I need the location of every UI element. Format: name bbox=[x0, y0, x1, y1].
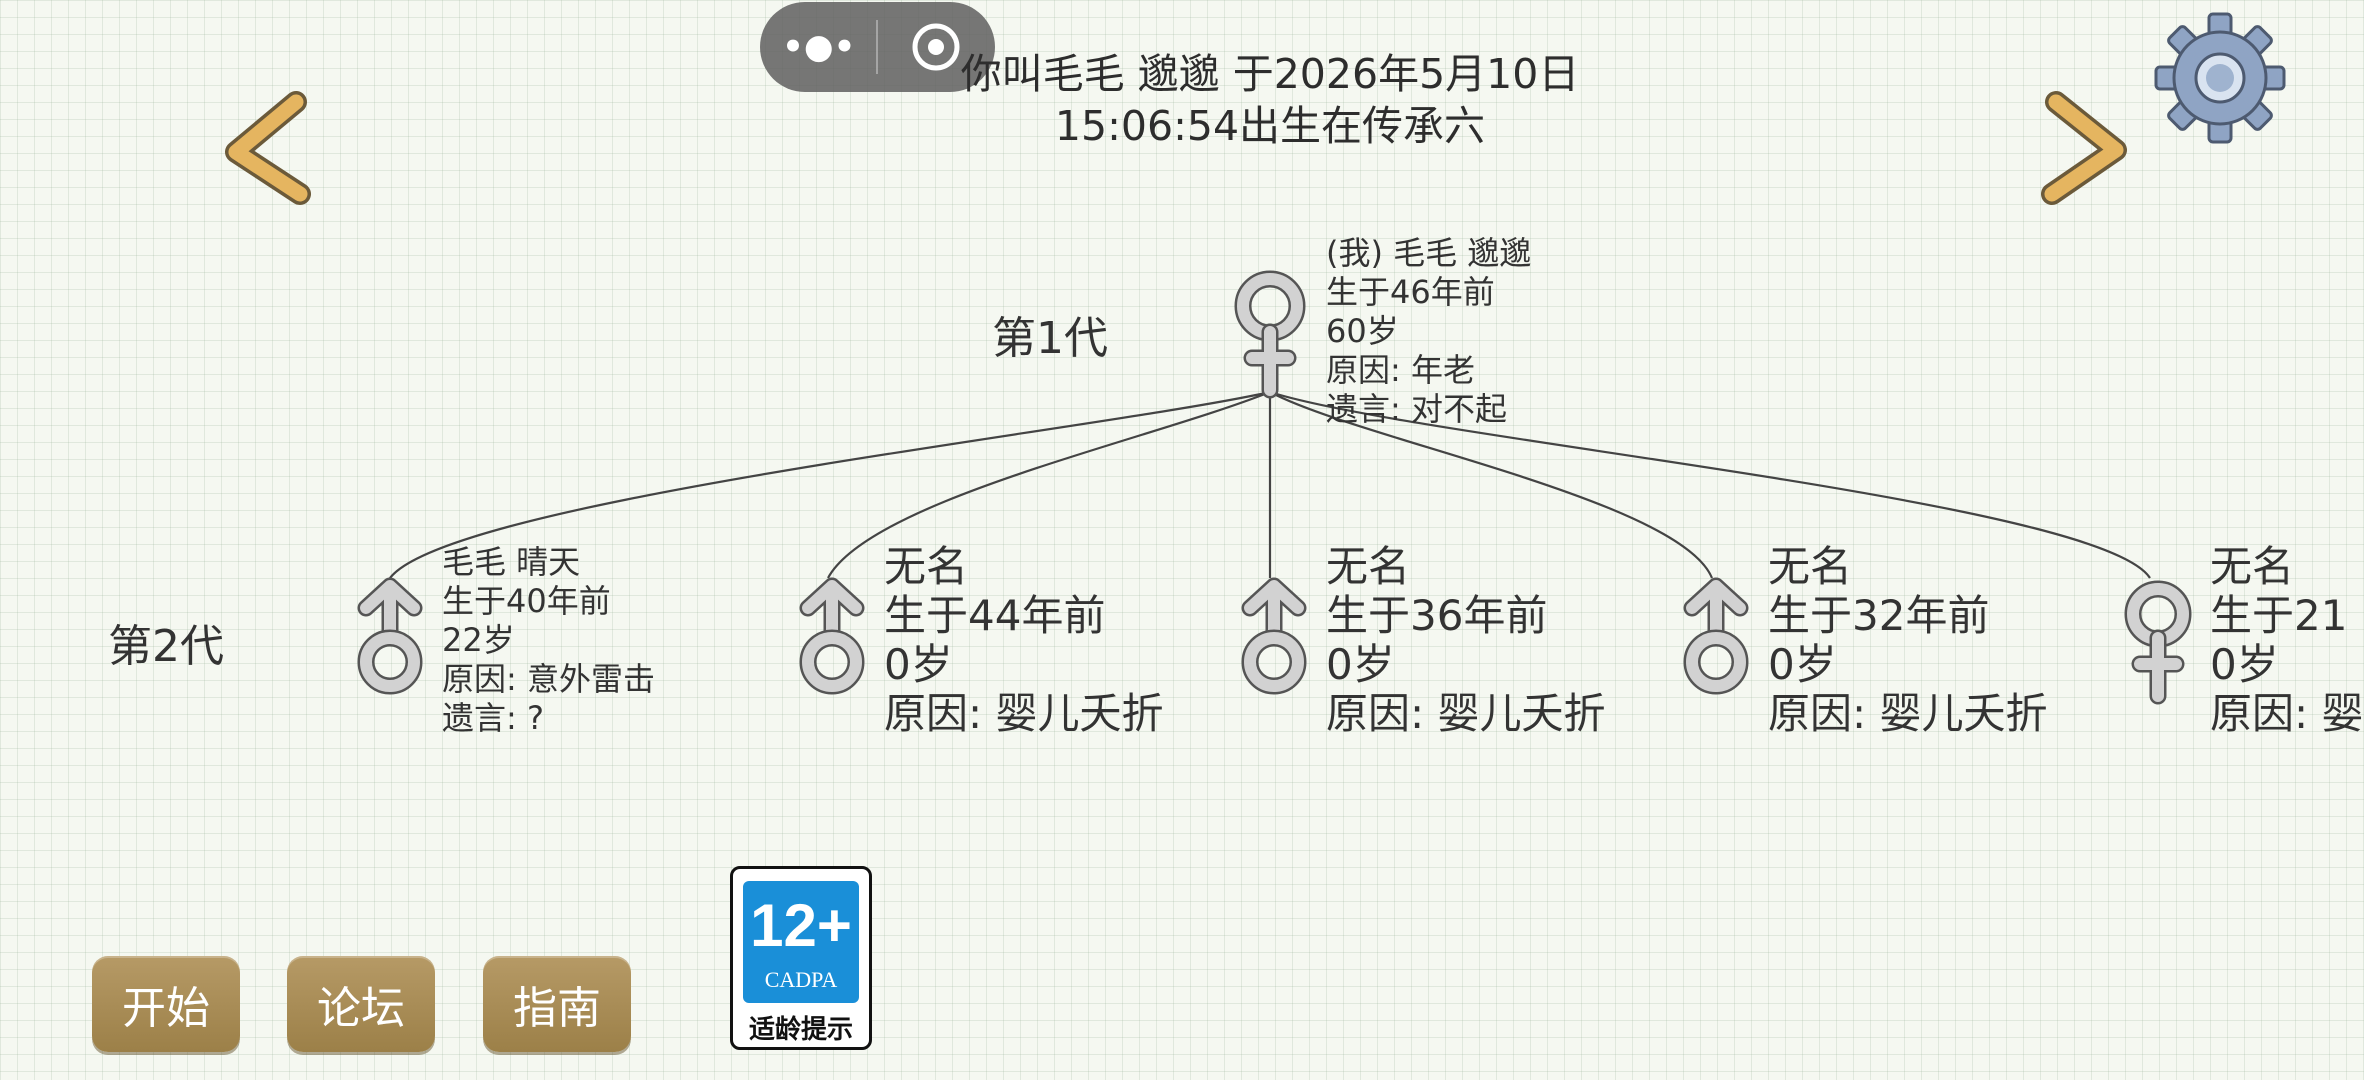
info-born: 生于46年前 bbox=[1326, 273, 1495, 311]
info-name: 无名 bbox=[884, 542, 969, 591]
more-dots-icon: •●• bbox=[782, 27, 856, 67]
connector-line bbox=[1269, 390, 2151, 579]
info-last-words: 遗言: 对不起 bbox=[1326, 390, 1507, 428]
age-rating-badge[interactable]: 12+ CADPA 适龄提示 bbox=[730, 866, 872, 1050]
info-cause: 原因: 婴儿夭折 bbox=[884, 689, 1164, 738]
person-info-gen2-2: 无名 生于44年前 0岁 原因: 婴儿夭折 bbox=[884, 542, 1164, 738]
generation-label-1: 第1代 bbox=[992, 313, 1108, 364]
info-name: 无名 bbox=[2210, 542, 2295, 591]
info-age: 0岁 bbox=[2210, 640, 2279, 689]
info-age: 22岁 bbox=[442, 621, 515, 659]
person-info-gen2-4: 无名 生于32年前 0岁 原因: 婴儿夭折 bbox=[1768, 542, 2048, 738]
female-symbol-icon[interactable] bbox=[2120, 578, 2196, 710]
person-info-gen2-5: 无名 生于21 0岁 原因: 婴 bbox=[2210, 542, 2364, 738]
male-symbol-icon[interactable] bbox=[1678, 577, 1754, 700]
info-cause: 原因: 年老 bbox=[1326, 351, 1475, 389]
generation-label-2: 第2代 bbox=[108, 621, 224, 672]
female-symbol-icon[interactable] bbox=[1232, 268, 1308, 400]
age-rating-panel: 12+ CADPA bbox=[743, 881, 859, 1003]
info-born: 生于36年前 bbox=[1326, 591, 1548, 640]
age-rating-number: 12+ bbox=[750, 892, 852, 959]
age-rating-org: CADPA bbox=[764, 967, 838, 992]
capsule-divider bbox=[876, 20, 878, 74]
forum-button[interactable]: 论坛 bbox=[287, 956, 435, 1052]
info-name: 无名 bbox=[1326, 542, 1411, 591]
connector-line bbox=[389, 390, 1271, 579]
guide-button[interactable]: 指南 bbox=[483, 956, 631, 1052]
header-line-1: 你叫毛毛 邈邈 于2026年5月10日 bbox=[960, 50, 1580, 98]
info-born: 生于40年前 bbox=[442, 582, 611, 620]
close-mini-program-button[interactable] bbox=[878, 2, 996, 92]
info-cause: 原因: 婴儿夭折 bbox=[1326, 689, 1606, 738]
info-last-words: 遗言: ? bbox=[442, 699, 544, 737]
more-button[interactable]: •●• bbox=[760, 2, 878, 92]
info-age: 0岁 bbox=[884, 640, 953, 689]
info-age: 0岁 bbox=[1326, 640, 1395, 689]
info-cause: 原因: 婴 bbox=[2210, 689, 2364, 738]
info-cause: 原因: 婴儿夭折 bbox=[1768, 689, 2048, 738]
info-born: 生于21 bbox=[2210, 591, 2348, 640]
info-born: 生于44年前 bbox=[884, 591, 1106, 640]
chevron-left-icon[interactable] bbox=[216, 91, 316, 205]
birth-info-header: 你叫毛毛 邈邈 于2026年5月10日 15:06:54出生在传承六 bbox=[900, 48, 1640, 152]
info-age: 60岁 bbox=[1326, 312, 1399, 350]
person-info-gen2-1: 毛毛 晴天 生于40年前 22岁 原因: 意外雷击 遗言: ? bbox=[442, 543, 655, 738]
info-age: 0岁 bbox=[1768, 640, 1837, 689]
header-line-2: 15:06:54出生在传承六 bbox=[1054, 102, 1486, 150]
age-rating-note: 适龄提示 bbox=[748, 1015, 853, 1045]
mini-program-capsule: •●• bbox=[760, 2, 995, 92]
person-info-gen2-3: 无名 生于36年前 0岁 原因: 婴儿夭折 bbox=[1326, 542, 1606, 738]
info-name: (我) 毛毛 邈邈 bbox=[1326, 234, 1532, 272]
male-symbol-icon[interactable] bbox=[352, 577, 428, 700]
chevron-right-icon[interactable] bbox=[2036, 91, 2136, 205]
info-name: 无名 bbox=[1768, 542, 1853, 591]
info-cause: 原因: 意外雷击 bbox=[442, 660, 655, 698]
male-symbol-icon[interactable] bbox=[794, 577, 870, 700]
start-button[interactable]: 开始 bbox=[92, 956, 240, 1052]
connector-line bbox=[827, 390, 1271, 579]
target-circle-icon bbox=[912, 23, 960, 71]
connector-line bbox=[1269, 391, 1714, 579]
gear-icon[interactable] bbox=[2152, 10, 2288, 146]
person-info-gen1: (我) 毛毛 邈邈 生于46年前 60岁 原因: 年老 遗言: 对不起 bbox=[1326, 234, 1531, 429]
info-born: 生于32年前 bbox=[1768, 591, 1990, 640]
info-name: 毛毛 晴天 bbox=[442, 543, 581, 581]
male-symbol-icon[interactable] bbox=[1236, 577, 1312, 700]
